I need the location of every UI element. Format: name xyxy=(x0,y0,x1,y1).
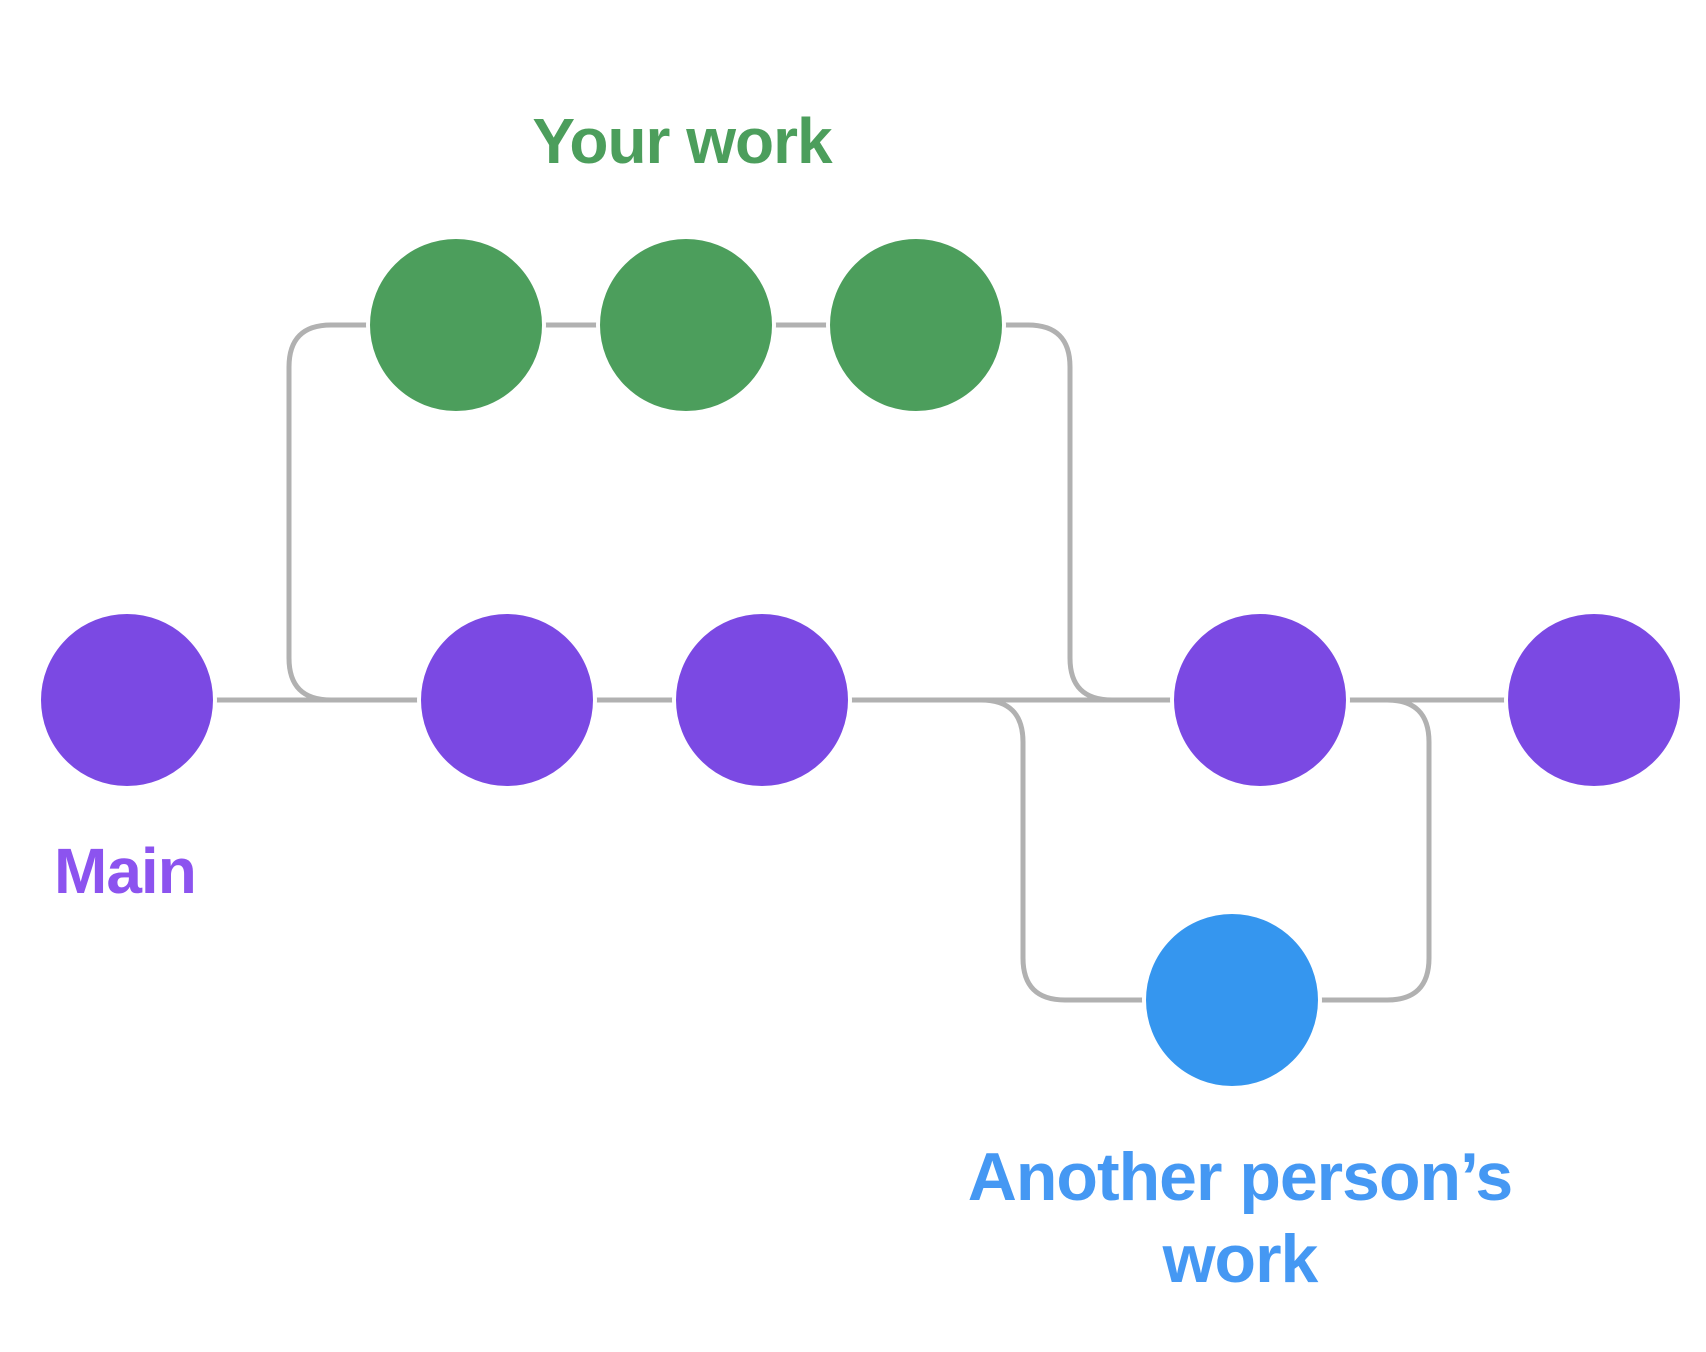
commit-your-work-1 xyxy=(366,235,546,415)
commit-main-3 xyxy=(672,610,852,790)
main-branch-label: Main xyxy=(54,835,197,907)
another-work-branch-label: Another person’s work xyxy=(890,1136,1590,1300)
another-work-branch-label-line1: Another person’s xyxy=(967,1139,1513,1215)
commit-your-work-2 xyxy=(596,235,776,415)
another-work-branch-label-line2: work xyxy=(1162,1221,1319,1297)
your-work-branch-label: Your work xyxy=(532,105,832,177)
commit-main-1 xyxy=(37,610,217,790)
commit-main-4 xyxy=(1170,610,1350,790)
commit-main-5 xyxy=(1504,610,1684,790)
commit-your-work-3 xyxy=(826,235,1006,415)
commit-another-work-1 xyxy=(1142,910,1322,1090)
commit-main-2 xyxy=(417,610,597,790)
